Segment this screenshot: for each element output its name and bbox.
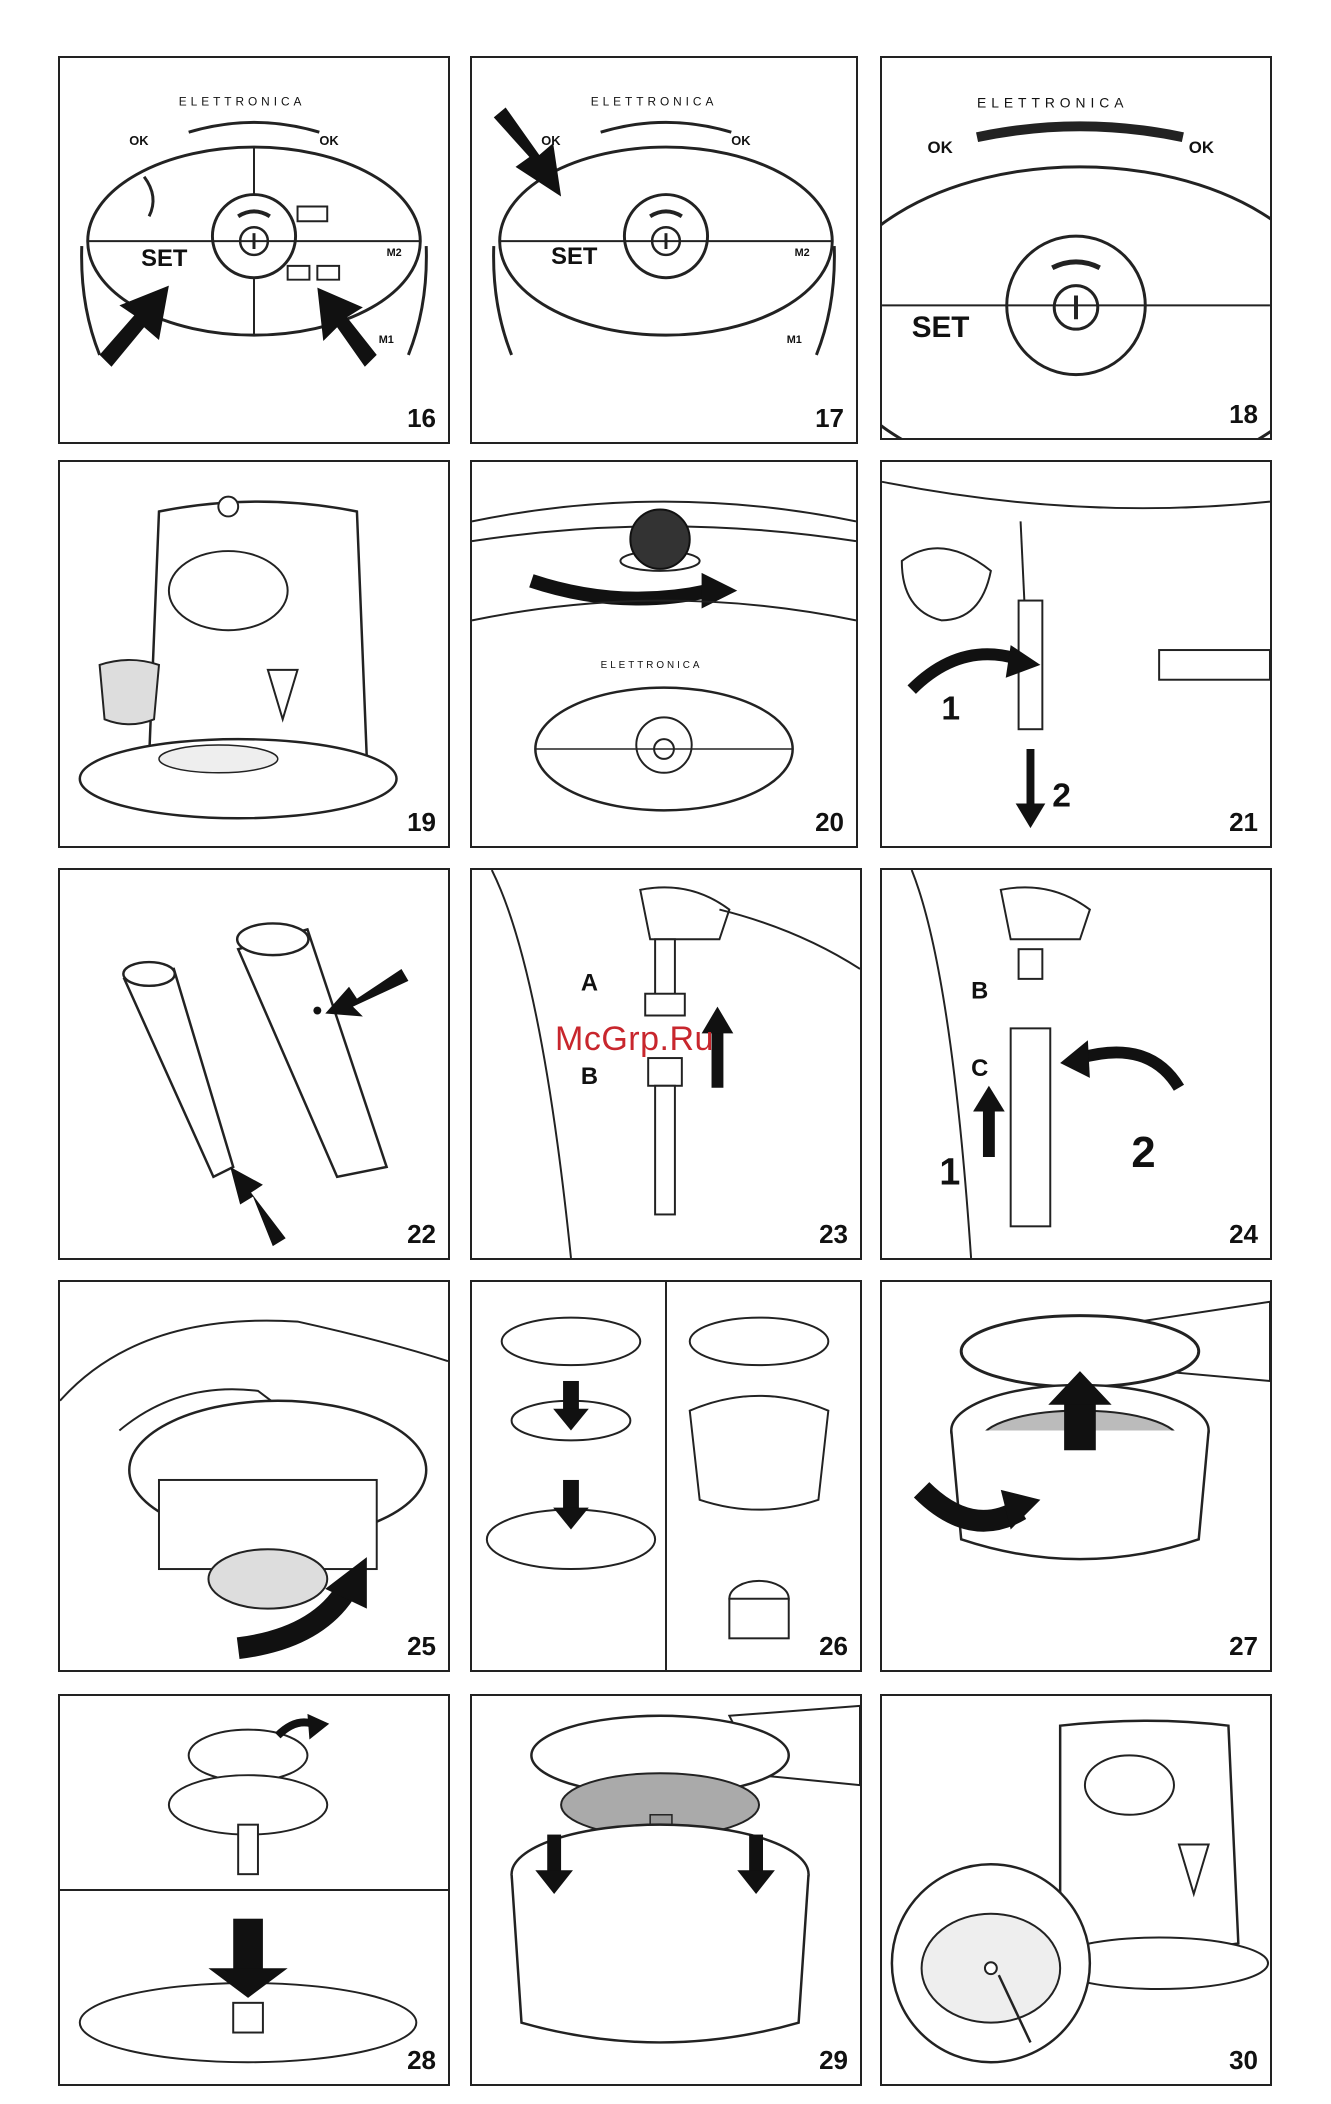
filter-assembly-illustration — [472, 1696, 860, 2084]
knob-rotation-illustration: ELETTRONICA — [472, 462, 856, 846]
brand-label: ELETTRONICA — [179, 95, 306, 109]
brand-label: ELETTRONICA — [591, 95, 718, 109]
arrow-icon — [494, 107, 561, 196]
figure-18-panel: ELETTRONICA OK OK SET 18 — [880, 56, 1272, 440]
m1-label: M1 — [379, 334, 394, 346]
label-a: A — [581, 970, 598, 997]
step-1-label: 1 — [941, 690, 960, 727]
label-b: B — [971, 978, 988, 1005]
control-panel-closeup-illustration: ELETTRONICA OK OK SET — [882, 58, 1270, 438]
set-label: SET — [141, 245, 188, 272]
filter-holder-illustration — [60, 1282, 448, 1670]
figure-20-panel: ELETTRONICA 20 — [470, 460, 858, 848]
figure-29-panel: 29 — [470, 1694, 862, 2086]
set-label: SET — [551, 243, 598, 270]
figure-24-panel: B C 1 2 24 — [880, 868, 1272, 1260]
figure-number: 23 — [819, 1219, 848, 1250]
watermark: McGrp.Ru — [555, 1020, 714, 1059]
rotate-arrow-icon — [1080, 1052, 1179, 1087]
brand-label: ELETTRONICA — [977, 94, 1128, 110]
ok-right-label: OK — [319, 133, 339, 148]
ok-left-label: OK — [129, 133, 149, 148]
set-label: SET — [912, 311, 970, 344]
figure-number: 16 — [407, 403, 436, 434]
figure-22-panel: 22 — [58, 868, 450, 1260]
coffee-machine-illustration — [60, 462, 448, 846]
m2-label: M2 — [795, 247, 810, 259]
step-1-label: 1 — [939, 1151, 960, 1193]
filter-insert-illustration — [882, 1282, 1270, 1670]
m2-label: M2 — [387, 247, 402, 259]
figure-number: 26 — [819, 1631, 848, 1662]
figure-number: 22 — [407, 1219, 436, 1250]
arrow-icon — [325, 969, 408, 1017]
figure-26-panel: 26 — [470, 1280, 862, 1672]
knob-icon — [630, 510, 689, 569]
figure-number: 20 — [815, 807, 844, 838]
nozzle-assembly-a-b-illustration: A B — [472, 870, 860, 1258]
control-panel-illustration: ELETTRONICA OK OK SET M2 M1 — [472, 58, 856, 442]
hand-icon — [902, 548, 991, 620]
ok-right-label: OK — [1189, 138, 1214, 157]
rotate-arrow-icon — [531, 581, 709, 599]
ok-left-label: OK — [928, 138, 953, 157]
figure-number: 24 — [1229, 1219, 1258, 1250]
label-c: C — [971, 1055, 988, 1082]
tube-icon — [655, 1086, 675, 1215]
coffee-machine-icon — [1060, 1721, 1238, 1951]
figure-19-panel: 19 — [58, 460, 450, 848]
figure-number: 27 — [1229, 1631, 1258, 1662]
figure-17-panel: ELETTRONICA OK OK SET M2 M1 17 — [470, 56, 858, 444]
figure-number: 17 — [815, 403, 844, 434]
figure-16-panel: ELETTRONICA OK OK SET M2 M1 16 — [58, 56, 450, 444]
sleeve-icon — [1011, 1028, 1051, 1226]
label-b: B — [581, 1063, 598, 1090]
figure-number: 29 — [819, 2045, 848, 2076]
figure-21-panel: 1 2 21 — [880, 460, 1272, 848]
brand-label: ELETTRONICA — [601, 660, 703, 671]
nozzle-assembly-b-c-illustration: B C 1 2 — [882, 870, 1270, 1258]
cleaning-illustration — [882, 1696, 1270, 2084]
figure-number: 21 — [1229, 807, 1258, 838]
filter-valve-illustration — [60, 1696, 448, 2084]
figure-23-panel: A B 23 — [470, 868, 862, 1260]
tube-icon — [124, 969, 233, 1177]
figure-30-panel: 30 — [880, 1694, 1272, 2086]
nozzle-removal-illustration: 1 2 — [882, 462, 1270, 846]
figure-number: 25 — [407, 1631, 436, 1662]
filter-parts-illustration — [472, 1282, 860, 1670]
arrow-icon — [230, 1167, 285, 1246]
step-2-label: 2 — [1131, 1129, 1155, 1177]
figure-number: 18 — [1229, 399, 1258, 430]
figure-27-panel: 27 — [880, 1280, 1272, 1672]
figure-number: 30 — [1229, 2045, 1258, 2076]
step-2-label: 2 — [1052, 777, 1071, 814]
filter-disc-icon — [502, 1318, 641, 1366]
m1-label: M1 — [787, 334, 802, 346]
nozzle-parts-illustration — [60, 870, 448, 1258]
control-panel-illustration: ELETTRONICA OK OK SET M2 M1 — [60, 58, 448, 442]
figure-25-panel: 25 — [58, 1280, 450, 1672]
sleeve-icon — [238, 929, 386, 1176]
figure-number: 19 — [407, 807, 436, 838]
rotate-arrow-icon — [912, 654, 1021, 689]
figure-number: 28 — [407, 2045, 436, 2076]
ok-right-label: OK — [731, 133, 751, 148]
figure-28-panel: 28 — [58, 1694, 450, 2086]
